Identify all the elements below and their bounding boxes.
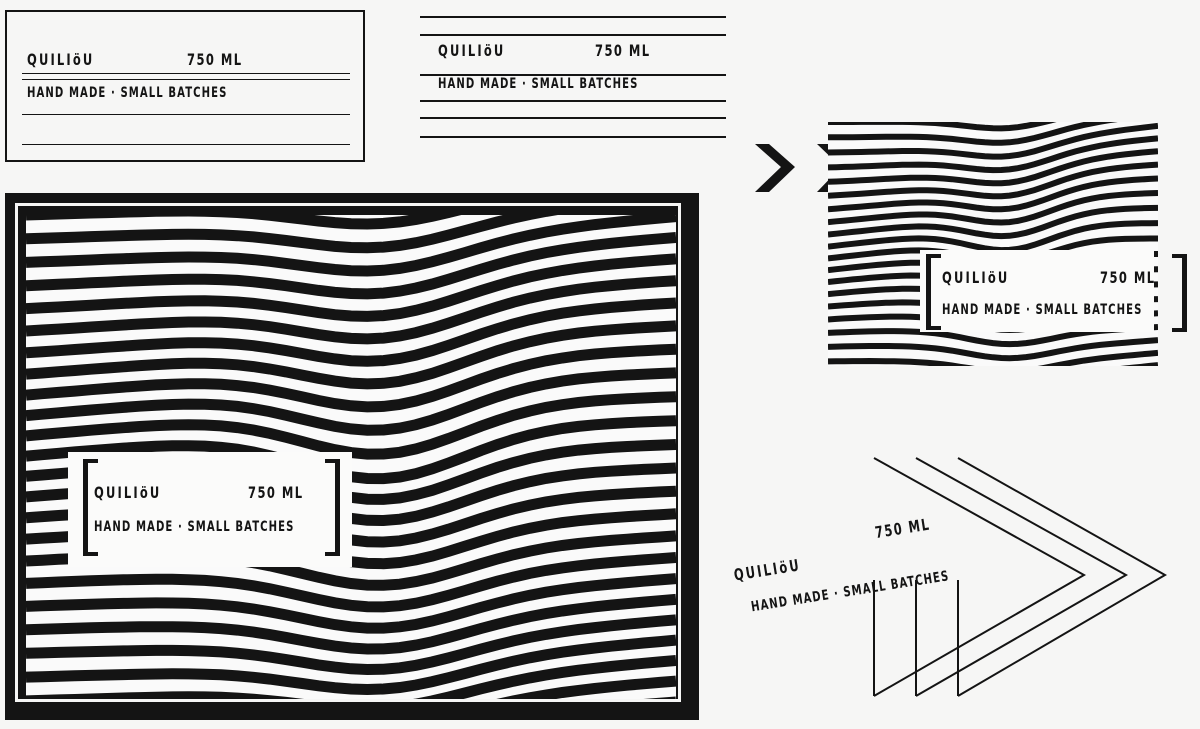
small-stripe-photo: QUILIöU 750 ML HAND MADE · SMALL BATCHES	[828, 122, 1158, 366]
framed-stripe-panel: QUILIöU 750 ML HAND MADE · SMALL BATCHES	[5, 193, 699, 720]
inner-frame	[15, 203, 681, 702]
stripe	[828, 122, 1118, 146]
stripe	[26, 343, 676, 413]
brand-name: QUILIöU	[94, 483, 162, 502]
bracket-left-icon	[83, 459, 98, 556]
stripe	[26, 253, 676, 322]
stripe	[496, 675, 676, 699]
stripe	[828, 175, 1158, 213]
rule-line	[420, 16, 726, 18]
stripe	[26, 275, 676, 345]
stripe	[1120, 362, 1158, 366]
rule-line	[22, 114, 350, 115]
label-card: QUILIöU 750 ML HAND MADE · SMALL BATCHES	[68, 452, 352, 567]
stripe	[26, 655, 676, 699]
stripe	[828, 337, 1158, 362]
brand-name: QUILIöU	[942, 268, 1010, 287]
stripe	[828, 190, 1158, 226]
volume-text: 750 ML	[248, 483, 304, 502]
stripe	[26, 320, 676, 390]
rule-line	[22, 79, 350, 80]
stripe	[828, 122, 1057, 132]
rule-line	[420, 100, 726, 102]
bracket-left-icon	[926, 254, 941, 330]
stripe	[828, 220, 1158, 254]
stripe	[828, 161, 1158, 200]
stripe	[26, 215, 462, 230]
rule-line	[420, 34, 726, 36]
brand-name: QUILIöU	[732, 555, 803, 585]
stripe	[26, 593, 676, 655]
label-card: QUILIöU 750 ML HAND MADE · SMALL BATCHES	[920, 250, 1154, 332]
rule-line	[22, 144, 350, 145]
stripe	[26, 367, 676, 436]
stripe	[26, 573, 676, 634]
rule-line	[420, 74, 726, 76]
stripe	[26, 297, 676, 367]
rule-line	[420, 117, 726, 119]
bracket-box	[926, 254, 1158, 330]
stripe	[828, 148, 1158, 187]
tagline-text: HAND MADE · SMALL BATCHES	[94, 519, 295, 535]
brand-name: QUILIöU	[27, 50, 95, 69]
rule-line	[22, 73, 350, 74]
boxed-label-variant: QUILIöU 750 ML HAND MADE · SMALL BATCHES	[5, 10, 365, 162]
rule-line	[420, 136, 726, 138]
bracket-right-icon	[325, 459, 340, 556]
lined-label-variant: QUILIöU 750 ML HAND MADE · SMALL BATCHES	[420, 16, 726, 140]
stripe	[26, 232, 676, 300]
volume-text: 750 ML	[595, 41, 651, 60]
bracket-box	[83, 459, 340, 556]
tagline-text: HAND MADE · SMALL BATCHES	[942, 302, 1143, 318]
volume-text: 750 ML	[873, 514, 932, 543]
bracket-right-icon	[1172, 254, 1187, 332]
volume-text: 750 ML	[187, 50, 243, 69]
stripe	[828, 122, 1158, 160]
brand-name: QUILIöU	[438, 41, 506, 60]
nested-triangle-outline	[873, 457, 1168, 697]
tagline-text: HAND MADE · SMALL BATCHES	[438, 76, 639, 92]
stripe	[828, 204, 1158, 240]
stripe	[26, 215, 558, 254]
stripe	[26, 552, 676, 613]
volume-text: 750 ML	[1100, 268, 1156, 287]
stripe	[828, 349, 1158, 366]
stripe	[26, 634, 676, 696]
stripe	[26, 215, 676, 277]
stripe	[828, 135, 1158, 174]
stripe	[26, 614, 676, 676]
tagline-text: HAND MADE · SMALL BATCHES	[27, 85, 228, 101]
chevron-right-icon	[755, 144, 795, 192]
